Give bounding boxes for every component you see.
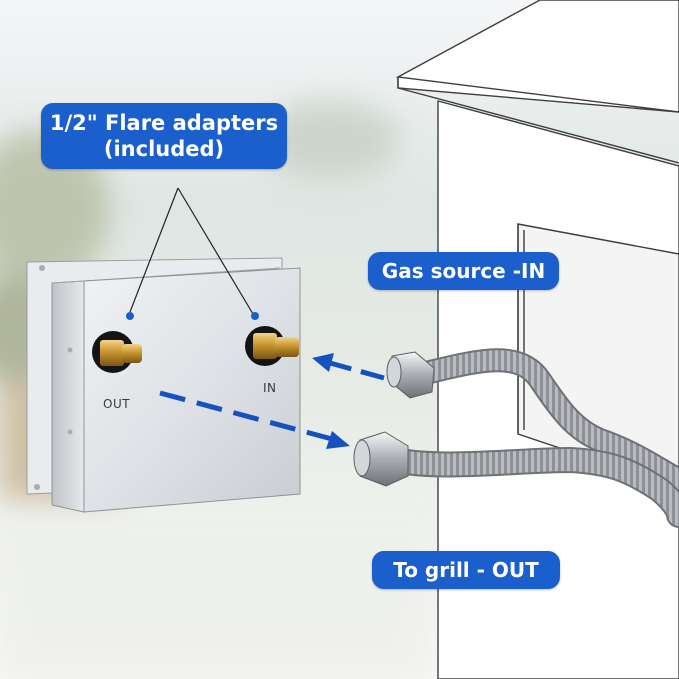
in-port-label: IN — [263, 381, 277, 395]
included-label: (included) — [103, 137, 225, 161]
gas-source-in-callout: Gas source -IN — [368, 252, 559, 290]
flare-adapters-label: 1/2" Flare adapters — [49, 111, 279, 135]
to-grill-out-callout: To grill - OUT — [372, 551, 560, 589]
out-port-label: OUT — [103, 397, 131, 411]
flare-adapters-callout: 1/2" Flare adapters (included) — [41, 103, 287, 169]
